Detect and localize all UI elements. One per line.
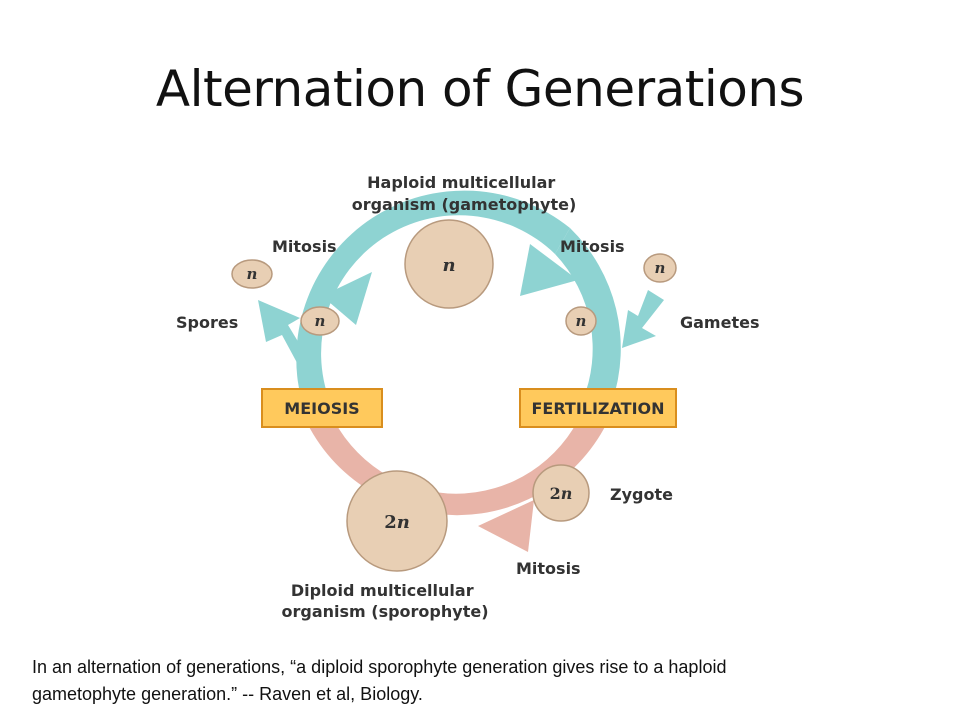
gametes-label: Gametes xyxy=(680,313,759,332)
zygote-ploidy: 2n xyxy=(550,484,573,503)
meiosis-label: MEIOSIS xyxy=(284,399,359,418)
gamete-cell-outer xyxy=(643,253,677,283)
gametophyte-cell xyxy=(404,219,494,309)
fertilization-label: FERTILIZATION xyxy=(531,399,664,418)
spore-outer-ploidy: n xyxy=(247,265,258,283)
spore-cell-outer xyxy=(231,259,273,289)
gametophyte-label: Haploid multicellular organism (gametoph… xyxy=(352,173,577,214)
gamete-cell-ring xyxy=(565,306,597,336)
sporophyte-ploidy: 2n xyxy=(384,512,410,533)
gametes-arrow xyxy=(622,290,664,348)
gametophyte-ploidy: n xyxy=(442,255,455,276)
mitosis-bottom-label: Mitosis xyxy=(516,559,581,578)
spores-label: Spores xyxy=(176,313,238,332)
mitosis-left-label: Mitosis xyxy=(272,237,337,256)
gamete-outer-ploidy: n xyxy=(655,259,666,277)
meiosis-box xyxy=(261,388,383,428)
arrow-head-top-left xyxy=(322,272,372,325)
fertilization-box xyxy=(519,388,677,428)
gamete-ring-ploidy: n xyxy=(576,312,587,330)
caption-line-1: In an alternation of generations, “a dip… xyxy=(32,657,727,677)
arrow-head-top-right xyxy=(520,244,578,296)
spore-cell-ring xyxy=(300,306,340,336)
sporophyte-cell xyxy=(346,470,448,572)
caption: In an alternation of generations, “a dip… xyxy=(32,654,932,708)
arrow-head-bottom xyxy=(478,500,534,552)
spore-ring-ploidy: n xyxy=(315,312,326,330)
haploid-cycle-band xyxy=(296,190,570,402)
haploid-cycle-band-right xyxy=(555,228,621,402)
caption-line-2: gametophyte generation.” -- Raven et al,… xyxy=(32,684,423,704)
sporophyte-label: Diploid multicellular organism (sporophy… xyxy=(281,581,488,621)
spores-arrow xyxy=(258,300,314,372)
mitosis-right-label: Mitosis xyxy=(560,237,625,256)
zygote-label: Zygote xyxy=(610,485,673,504)
slide-title: Alternation of Generations xyxy=(155,60,805,118)
zygote-cell xyxy=(532,464,590,522)
